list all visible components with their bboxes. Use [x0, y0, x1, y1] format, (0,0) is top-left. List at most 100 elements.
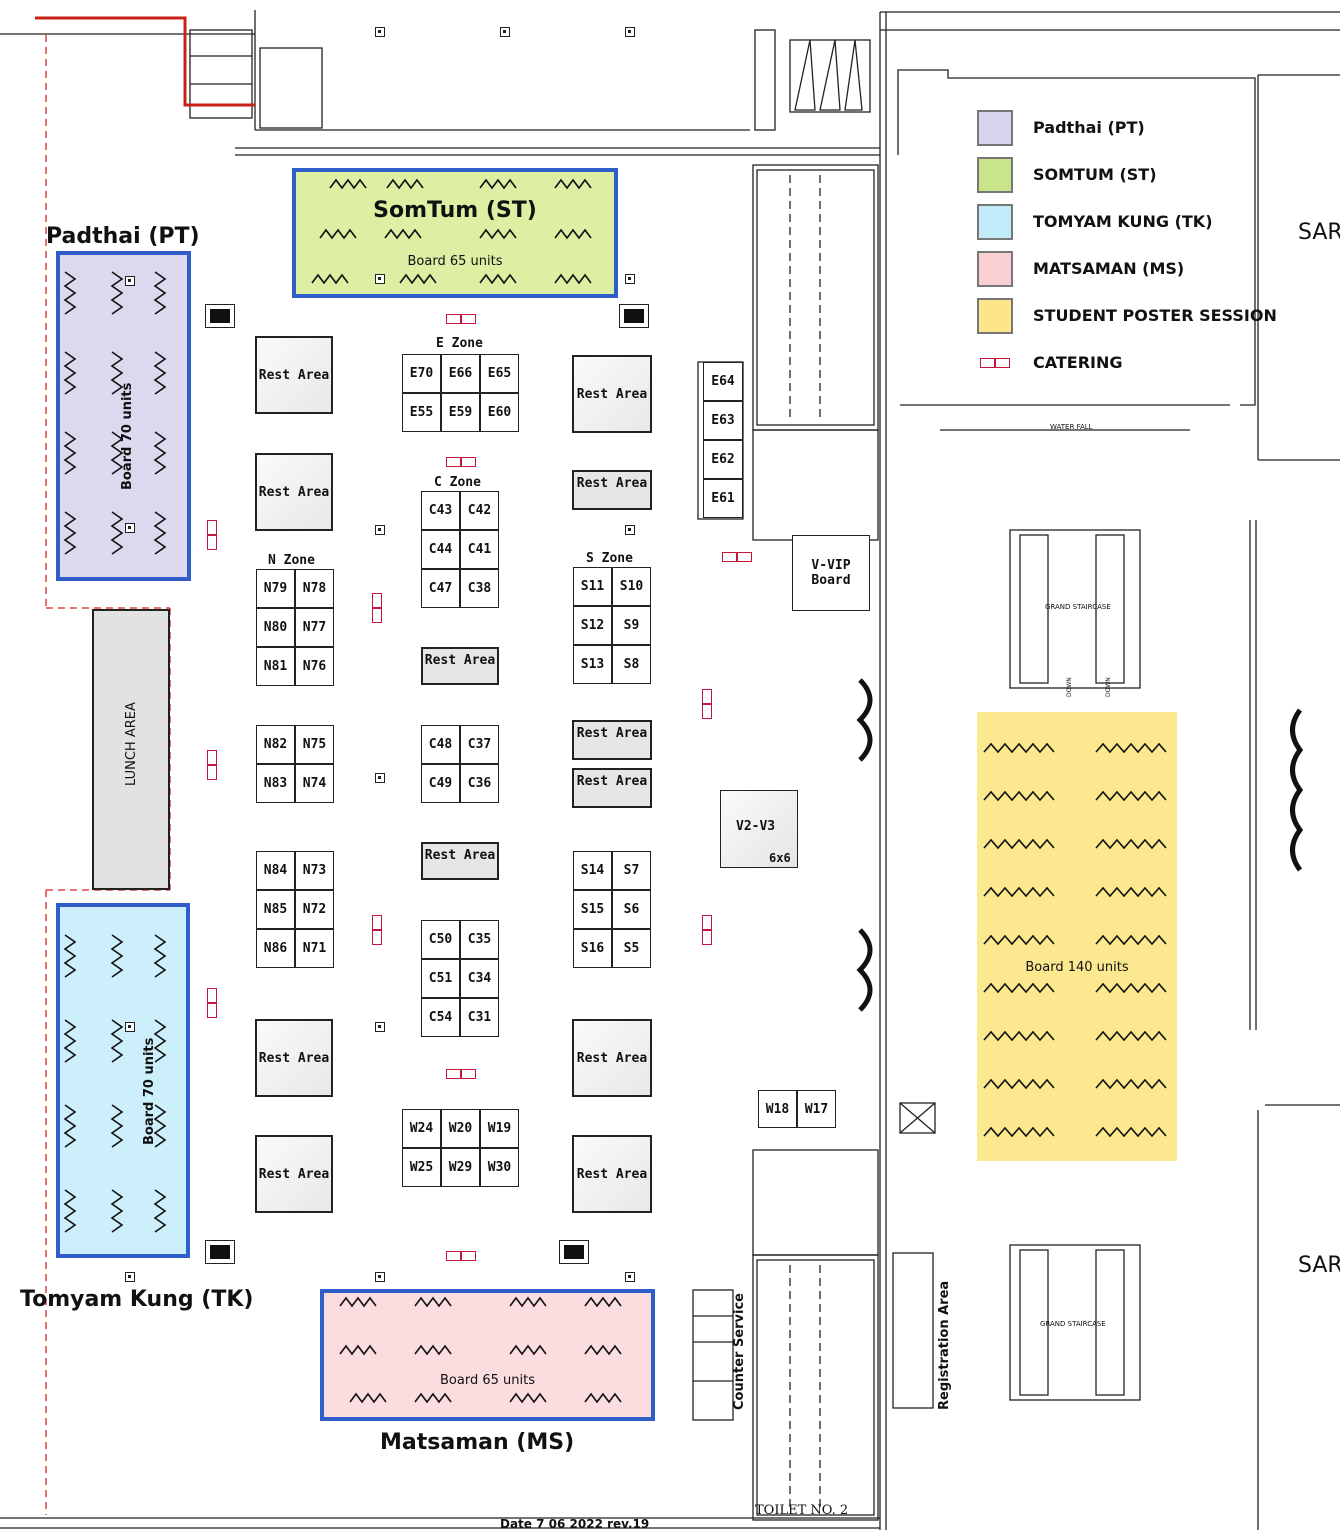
v2-v3-booth[interactable]: V2-V3 6x6 — [720, 790, 798, 868]
booth-w18[interactable]: W18 — [758, 1090, 797, 1128]
booth-n78[interactable]: N78 — [295, 569, 334, 608]
booth-w20[interactable]: W20 — [441, 1109, 480, 1148]
legend: Padthai (PT) SOMTUM (ST) TOMYAM KUNG (TK… — [977, 104, 1277, 386]
booth-e66[interactable]: E66 — [441, 354, 480, 393]
booth-e62[interactable]: E62 — [703, 440, 743, 479]
booth-s14[interactable]: S14 — [573, 851, 612, 890]
catering-station[interactable] — [722, 552, 752, 562]
booth-n81[interactable]: N81 — [256, 647, 295, 686]
v-vip-board[interactable]: V-VIP Board — [792, 535, 870, 611]
rest-area[interactable]: Rest Area — [421, 647, 499, 685]
booth-s6[interactable]: S6 — [612, 890, 651, 929]
rest-area[interactable]: Rest Area — [255, 1135, 333, 1213]
booth-e63[interactable]: E63 — [703, 401, 743, 440]
rest-area[interactable]: Rest Area — [572, 1135, 652, 1213]
booth-n72[interactable]: N72 — [295, 890, 334, 929]
booth-n80[interactable]: N80 — [256, 608, 295, 647]
catering-station[interactable] — [372, 915, 382, 945]
booth-e64[interactable]: E64 — [703, 362, 743, 401]
booth-s10[interactable]: S10 — [612, 567, 651, 606]
catering-station[interactable] — [207, 520, 217, 550]
booth-e61[interactable]: E61 — [703, 479, 743, 518]
booth-n74[interactable]: N74 — [295, 764, 334, 803]
rest-area[interactable]: Rest Area — [572, 720, 652, 760]
booth-e55[interactable]: E55 — [402, 393, 441, 432]
rest-area[interactable]: Rest Area — [572, 768, 652, 808]
tomyam-board-area[interactable]: Board 70 units — [56, 903, 190, 1258]
booth-e60[interactable]: E60 — [480, 393, 519, 432]
booth-c35[interactable]: C35 — [460, 920, 499, 959]
booth-n83[interactable]: N83 — [256, 764, 295, 803]
booth-w17[interactable]: W17 — [797, 1090, 836, 1128]
rest-area[interactable]: Rest Area — [572, 1019, 652, 1097]
catering-station[interactable] — [446, 457, 476, 467]
booth-c48[interactable]: C48 — [421, 725, 460, 764]
booth-w19[interactable]: W19 — [480, 1109, 519, 1148]
booth-c54[interactable]: C54 — [421, 998, 460, 1037]
booth-c34[interactable]: C34 — [460, 959, 499, 998]
board-zigzag — [983, 790, 1055, 802]
catering-station[interactable] — [446, 314, 476, 324]
booth-c51[interactable]: C51 — [421, 959, 460, 998]
catering-station[interactable] — [702, 689, 712, 719]
booth-c41[interactable]: C41 — [460, 530, 499, 569]
booth-s15[interactable]: S15 — [573, 890, 612, 929]
booth-s11[interactable]: S11 — [573, 567, 612, 606]
booth-n73[interactable]: N73 — [295, 851, 334, 890]
booth-w30[interactable]: W30 — [480, 1148, 519, 1187]
booth-c43[interactable]: C43 — [421, 491, 460, 530]
booth-c37[interactable]: C37 — [460, 725, 499, 764]
booth-n77[interactable]: N77 — [295, 608, 334, 647]
booth-w29[interactable]: W29 — [441, 1148, 480, 1187]
booth-n85[interactable]: N85 — [256, 890, 295, 929]
rest-area[interactable]: Rest Area — [255, 453, 333, 531]
booth-w24[interactable]: W24 — [402, 1109, 441, 1148]
booth-s8[interactable]: S8 — [612, 645, 651, 684]
board-zigzag — [339, 1296, 377, 1308]
booth-n84[interactable]: N84 — [256, 851, 295, 890]
booth-s5[interactable]: S5 — [612, 929, 651, 968]
booth-n71[interactable]: N71 — [295, 929, 334, 968]
booth-s7[interactable]: S7 — [612, 851, 651, 890]
booth-c44[interactable]: C44 — [421, 530, 460, 569]
lunch-area[interactable]: LUNCH AREA — [92, 609, 170, 890]
rest-area[interactable]: Rest Area — [255, 336, 333, 414]
rest-area[interactable]: Rest Area — [572, 355, 652, 433]
booth-e70[interactable]: E70 — [402, 354, 441, 393]
booth-w25[interactable]: W25 — [402, 1148, 441, 1187]
catering-station[interactable] — [207, 988, 217, 1018]
booth-c50[interactable]: C50 — [421, 920, 460, 959]
booth-n82[interactable]: N82 — [256, 725, 295, 764]
booth-n86[interactable]: N86 — [256, 929, 295, 968]
booth-s13[interactable]: S13 — [573, 645, 612, 684]
somtum-board-area[interactable]: SomTum (ST) Board 65 units — [292, 168, 618, 298]
catering-station[interactable] — [702, 915, 712, 945]
booth-s12[interactable]: S12 — [573, 606, 612, 645]
padthai-board-area[interactable]: Board 70 units — [56, 251, 191, 581]
catering-station[interactable] — [446, 1251, 476, 1261]
rest-area[interactable]: Rest Area — [421, 842, 499, 880]
board-zigzag — [479, 228, 517, 240]
catering-station[interactable] — [446, 1069, 476, 1079]
booth-c31[interactable]: C31 — [460, 998, 499, 1037]
booth-s16[interactable]: S16 — [573, 929, 612, 968]
booth-c38[interactable]: C38 — [460, 569, 499, 608]
catering-station[interactable] — [372, 593, 382, 623]
booth-c36[interactable]: C36 — [460, 764, 499, 803]
board-zigzag — [63, 1189, 77, 1233]
booth-c42[interactable]: C42 — [460, 491, 499, 530]
booth-n79[interactable]: N79 — [256, 569, 295, 608]
booth-c49[interactable]: C49 — [421, 764, 460, 803]
booth-e65[interactable]: E65 — [480, 354, 519, 393]
pillar-icon — [125, 276, 135, 286]
rest-area[interactable]: Rest Area — [572, 470, 652, 510]
booth-c47[interactable]: C47 — [421, 569, 460, 608]
booth-e59[interactable]: E59 — [441, 393, 480, 432]
booth-s9[interactable]: S9 — [612, 606, 651, 645]
booth-n76[interactable]: N76 — [295, 647, 334, 686]
board-zigzag — [153, 271, 167, 315]
catering-station[interactable] — [207, 750, 217, 780]
rest-area[interactable]: Rest Area — [255, 1019, 333, 1097]
booth-n75[interactable]: N75 — [295, 725, 334, 764]
board-zigzag — [63, 1104, 77, 1148]
